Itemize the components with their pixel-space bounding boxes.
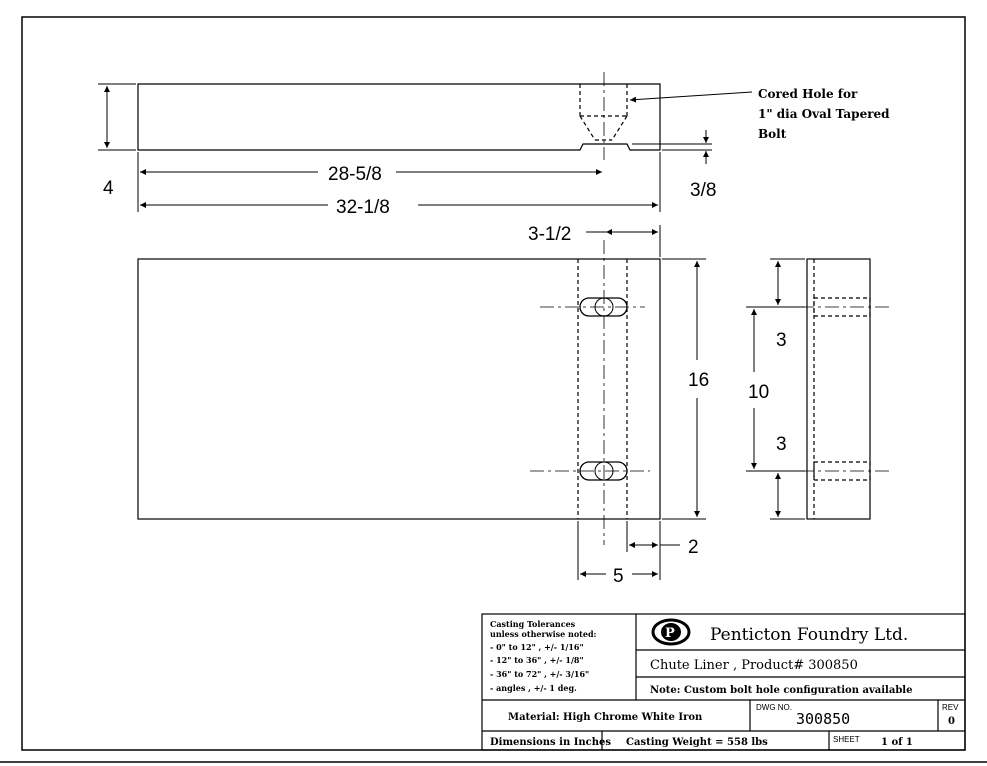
- dim-inner-length: [137, 152, 602, 212]
- sheet-label: SHEET: [833, 735, 860, 744]
- material: Material: High Chrome White Iron: [508, 712, 703, 723]
- dwg-number: 300850: [796, 710, 850, 728]
- dim-hole-offset: [577, 521, 661, 580]
- dim-label-hole-spacing: 10: [748, 382, 769, 403]
- dim-edge-offset: [626, 521, 680, 552]
- elevation-view: [137, 72, 661, 160]
- dim-hole-band-width: [586, 225, 661, 257]
- dim-label-overall-length: 32-1/8: [336, 197, 390, 218]
- sheet-value: 1 of 1: [881, 737, 913, 748]
- casting-weight: Casting Weight = 558 lbs: [626, 737, 768, 748]
- callout-line-2: 1" dia Oval Tapered: [758, 107, 890, 121]
- side-view: [800, 258, 890, 520]
- rev-value: 0: [948, 716, 955, 727]
- foundry-logo-icon: P: [651, 618, 691, 646]
- cored-hole-callout: [629, 91, 753, 103]
- tolerance-row: - 12" to 36" , +/- 1/8": [490, 655, 584, 665]
- dim-side-stack: [746, 258, 805, 520]
- rev-label: REV: [942, 703, 959, 712]
- dim-label-side-top: 3: [776, 330, 787, 351]
- company-name: Penticton Foundry Ltd.: [710, 625, 908, 645]
- dim-plan-height: [662, 258, 706, 520]
- dimension-units: Dimensions in Inches: [490, 737, 611, 748]
- dim-label-hole-offset: 5: [613, 566, 624, 587]
- dwg-label: DWG NO.: [756, 703, 792, 712]
- tolerance-row: - 0" to 12" , +/- 1/16": [490, 642, 584, 652]
- dim-label-inner-length: 28-5/8: [328, 164, 382, 185]
- tolerance-row: - angles , +/- 1 deg.: [490, 683, 577, 693]
- part-name: Chute Liner , Product# 300850: [650, 658, 858, 673]
- dim-top-height: [98, 83, 136, 151]
- title-block: [481, 613, 966, 751]
- plan-view: [137, 240, 661, 545]
- tolerance-row: - 36" to 72" , +/- 3/16": [490, 669, 589, 679]
- dim-label-plan-height: 16: [688, 370, 709, 391]
- bolt-note: Note: Custom bolt hole configuration ava…: [650, 685, 912, 696]
- tolerance-title: Casting Tolerances: [490, 619, 576, 629]
- dim-step-depth: [632, 130, 712, 164]
- callout-line-1: Cored Hole for: [758, 87, 858, 101]
- dim-label-edge-offset: 2: [688, 537, 699, 558]
- dim-label-hole-band-width: 3-1/2: [528, 224, 571, 245]
- logo-letter: P: [665, 626, 675, 641]
- tolerance-subtitle: unless otherwise noted:: [490, 629, 597, 639]
- dim-label-top-height: 4: [103, 178, 114, 199]
- dim-label-step-depth: 3/8: [690, 180, 716, 201]
- callout-line-3: Bolt: [758, 127, 787, 141]
- dim-overall-length: [140, 152, 661, 212]
- dim-label-side-bottom: 3: [776, 434, 787, 455]
